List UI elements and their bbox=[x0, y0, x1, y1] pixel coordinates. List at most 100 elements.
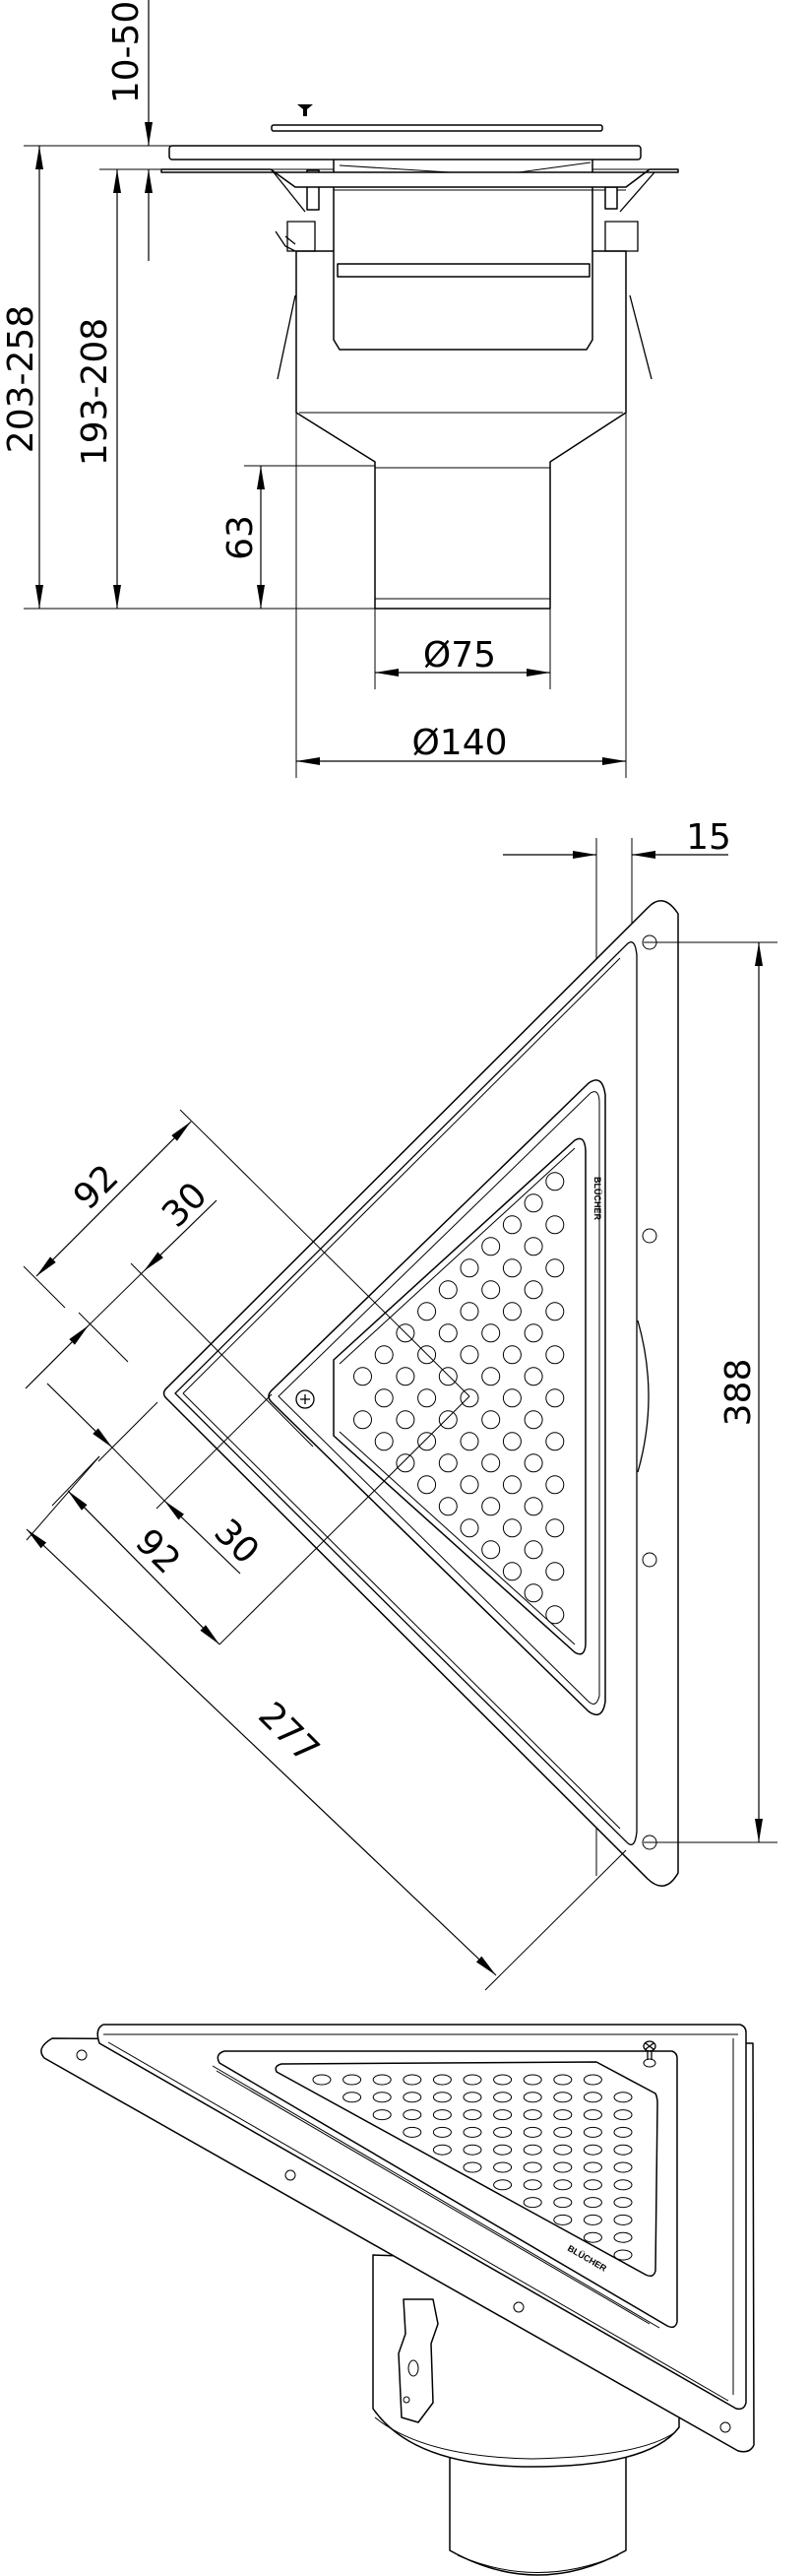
grate-hole bbox=[463, 2126, 482, 2138]
grate-hole bbox=[553, 2161, 573, 2173]
grate-hole bbox=[432, 2144, 452, 2156]
grate-hole bbox=[583, 2074, 602, 2086]
grate-hole bbox=[545, 1605, 565, 1625]
grate-hole bbox=[460, 1475, 479, 1495]
grate-side bbox=[271, 124, 603, 132]
grate-hole bbox=[396, 1323, 415, 1343]
grate-holes bbox=[312, 2074, 633, 2261]
grate-hole bbox=[438, 1497, 458, 1516]
screw-icon bbox=[297, 104, 313, 116]
grate-hole bbox=[342, 2074, 362, 2086]
grate-hole bbox=[523, 2161, 542, 2173]
grate-hole bbox=[613, 2197, 633, 2209]
isometric-view: BLÜCHER bbox=[40, 2024, 755, 2576]
grate-hole bbox=[502, 1518, 522, 1538]
grate-hole bbox=[353, 1367, 372, 1386]
grate-hole bbox=[460, 1258, 479, 1278]
grate-hole bbox=[583, 2197, 602, 2209]
label-body-height: 193-208 bbox=[75, 318, 115, 466]
grate-hole bbox=[481, 1410, 501, 1430]
grate-hole bbox=[396, 1410, 415, 1430]
grate-hole bbox=[463, 2092, 482, 2103]
dimension-spigot-length: 63 bbox=[220, 466, 265, 609]
grate-hole bbox=[613, 2231, 633, 2243]
grate-hole bbox=[493, 2092, 513, 2103]
grate-hole bbox=[524, 1323, 543, 1343]
grate-hole bbox=[524, 1237, 543, 1256]
grate-holes bbox=[353, 1172, 565, 1625]
grate-hole bbox=[523, 2074, 542, 2086]
grate-hole bbox=[403, 2109, 422, 2121]
grate-hole bbox=[374, 1345, 394, 1365]
grate-hole bbox=[613, 2144, 633, 2156]
label-flange-width: 15 bbox=[686, 817, 731, 858]
grate-hole bbox=[613, 2092, 633, 2103]
grate-hole bbox=[417, 1345, 437, 1365]
grate-hole bbox=[374, 1432, 394, 1451]
grate-hole bbox=[432, 2126, 452, 2138]
grate-hole bbox=[553, 2092, 573, 2103]
mounting-hole bbox=[513, 2301, 525, 2313]
grate-hole bbox=[481, 1367, 501, 1386]
grate-hole bbox=[438, 1453, 458, 1473]
grate-hole bbox=[524, 1410, 543, 1430]
grate-hole bbox=[403, 2074, 422, 2086]
label-upper-outer-offset: 92 bbox=[66, 1157, 126, 1217]
grate-hole bbox=[502, 1215, 522, 1235]
grate-hole bbox=[545, 1388, 565, 1408]
grate-hole bbox=[523, 2126, 542, 2138]
lower-flange bbox=[160, 168, 679, 188]
dimension-total-height: 203-258 bbox=[1, 146, 44, 609]
grate-hole bbox=[502, 1302, 522, 1321]
grate-hole bbox=[553, 2074, 573, 2086]
grate-hole bbox=[438, 1323, 458, 1343]
grate-hole bbox=[312, 2074, 332, 2086]
screw-icon bbox=[295, 1389, 315, 1409]
label-upper-inner-offset: 30 bbox=[155, 1175, 215, 1235]
grate-hole bbox=[463, 2074, 482, 2086]
grate-hole bbox=[524, 1497, 543, 1516]
grate-hole bbox=[524, 1193, 543, 1213]
grate-hole bbox=[524, 1280, 543, 1300]
grate-hole bbox=[396, 1367, 415, 1386]
mounting-hole bbox=[719, 2421, 731, 2433]
brand-logo: BLÜCHER bbox=[592, 1177, 602, 1220]
label-spigot-length: 63 bbox=[220, 515, 261, 560]
mounting-hole bbox=[284, 2169, 296, 2181]
grate-hole bbox=[553, 2126, 573, 2138]
grate-hole bbox=[460, 1432, 479, 1451]
grate-hole bbox=[460, 1345, 479, 1365]
grate-hole bbox=[417, 1302, 437, 1321]
grate-hole bbox=[545, 1432, 565, 1451]
grate-hole bbox=[481, 1323, 501, 1343]
grate-hole bbox=[583, 2179, 602, 2191]
dimension-body-height: 193-208 bbox=[75, 169, 121, 609]
grate-hole bbox=[524, 1453, 543, 1473]
grate-hole bbox=[502, 1475, 522, 1495]
drain-body-side bbox=[273, 157, 655, 610]
mounting-hole bbox=[76, 2049, 88, 2061]
grate-hole bbox=[613, 2109, 633, 2121]
screw-icon bbox=[643, 2040, 656, 2068]
grate-hole bbox=[493, 2074, 513, 2086]
grate-hole bbox=[583, 2214, 602, 2225]
spigot bbox=[449, 2451, 627, 2576]
bracket-tab bbox=[398, 2298, 439, 2423]
grate-hole bbox=[417, 1388, 437, 1408]
grate-hole bbox=[613, 2161, 633, 2173]
grate-hole bbox=[553, 2109, 573, 2121]
grate-hole bbox=[502, 1562, 522, 1581]
grate-hole bbox=[438, 1280, 458, 1300]
grate-hole bbox=[553, 2197, 573, 2209]
grate-hole bbox=[403, 2126, 422, 2138]
grate-hole bbox=[545, 1475, 565, 1495]
grate-plate bbox=[333, 1137, 587, 1655]
grate-hole bbox=[463, 2109, 482, 2121]
grate-hole bbox=[545, 1562, 565, 1581]
dimension-spigot-diameter: Ø75 bbox=[374, 609, 551, 689]
grate-hole bbox=[613, 2126, 633, 2138]
grate-hole bbox=[481, 1280, 501, 1300]
label-diagonal-length: 277 bbox=[250, 1695, 327, 1771]
grate-hole bbox=[432, 2074, 452, 2086]
grate-hole bbox=[372, 2109, 392, 2121]
